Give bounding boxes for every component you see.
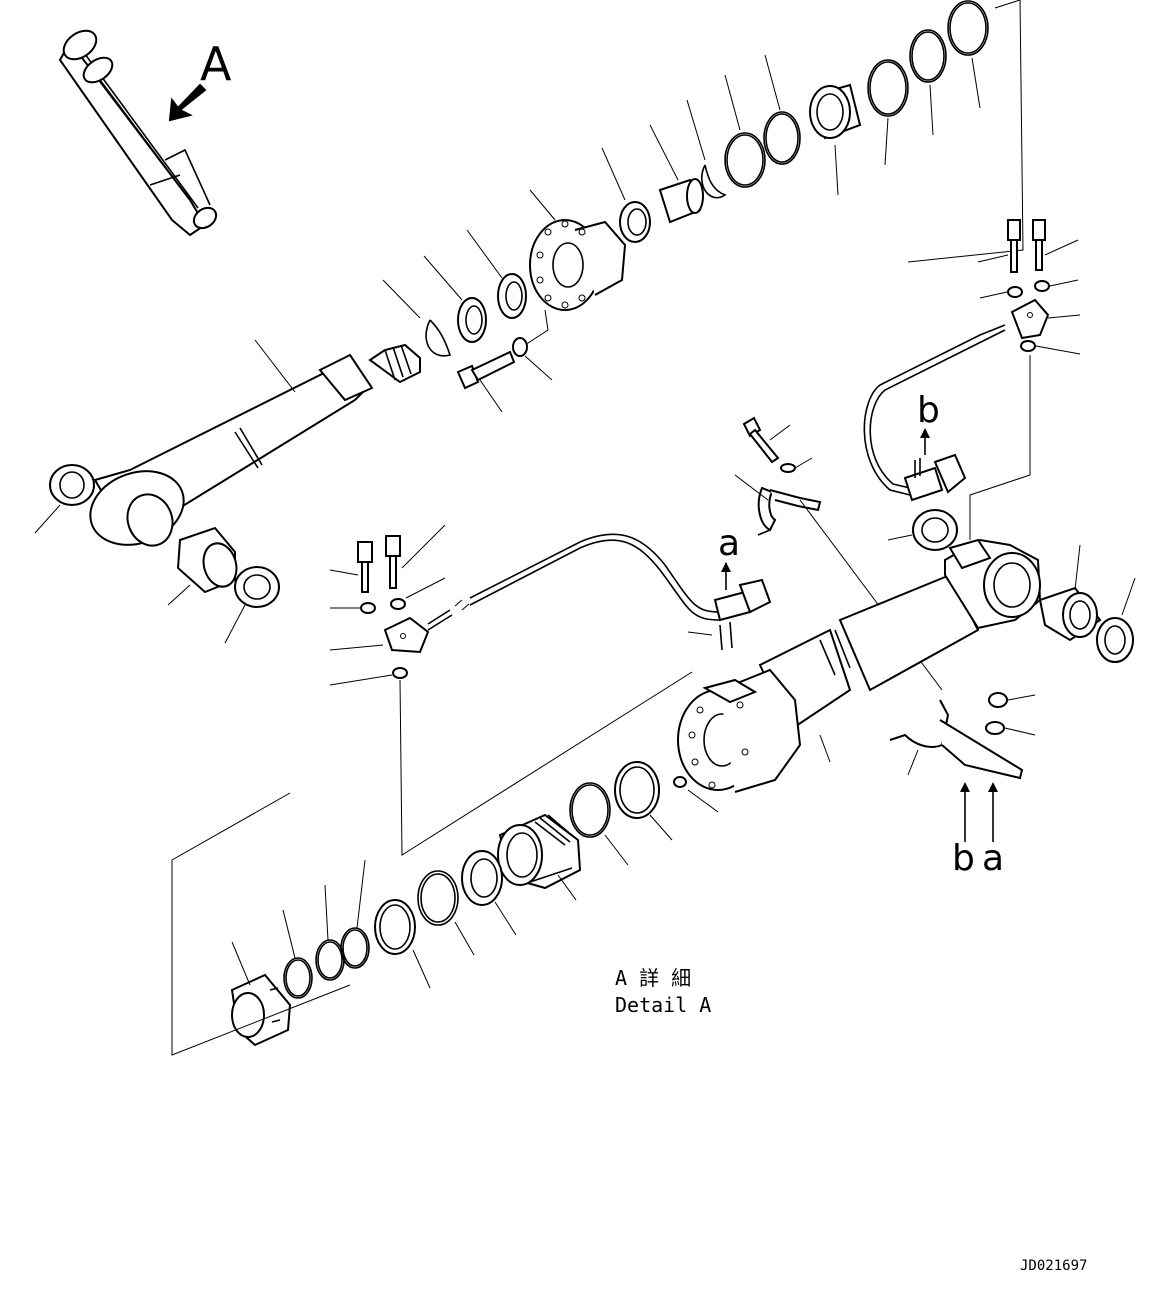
o-ring-left bbox=[392, 667, 408, 679]
split-flange-left bbox=[383, 616, 430, 654]
ref-label-b-lower: b bbox=[952, 838, 975, 879]
o-ring-lower-3 bbox=[283, 957, 313, 999]
hydraulic-pipe-right bbox=[863, 324, 1006, 496]
detail-title-jp: A 詳 細 bbox=[615, 966, 691, 990]
bracket-nut bbox=[988, 692, 1008, 708]
backup-ring-3 bbox=[947, 0, 989, 56]
dust-seal-left-2 bbox=[234, 566, 280, 608]
drawing-code: JD021697 bbox=[1020, 1258, 1087, 1274]
detail-title-en: Detail A bbox=[615, 993, 711, 1017]
head-bolt bbox=[456, 350, 516, 390]
o-ring-lower-1 bbox=[340, 927, 370, 969]
snap-ring bbox=[425, 319, 452, 357]
piston-nut bbox=[230, 973, 292, 1047]
o-ring-2 bbox=[763, 111, 801, 165]
backup-ring-1 bbox=[867, 59, 909, 117]
cylinder-overview-thumbnail bbox=[58, 29, 218, 237]
o-ring-1 bbox=[724, 132, 766, 188]
head-washer bbox=[512, 337, 528, 357]
ref-label-b-upper: b bbox=[917, 390, 940, 431]
pipe-flange-bolts-left bbox=[357, 535, 401, 593]
plug bbox=[673, 776, 687, 788]
bushing-seal bbox=[619, 201, 651, 243]
ring-seal-1 bbox=[457, 297, 487, 343]
washer-right-1 bbox=[1007, 286, 1023, 298]
pipe-elbow-a bbox=[713, 578, 772, 651]
piston-rod bbox=[89, 343, 421, 547]
washer-left-1 bbox=[360, 602, 376, 614]
rod-bushing bbox=[658, 178, 704, 224]
head-side-bushing bbox=[912, 509, 958, 551]
view-direction-arrow-icon bbox=[168, 83, 207, 122]
piston-seal-2 bbox=[374, 899, 416, 955]
ref-label-a-upper: a bbox=[718, 523, 740, 564]
cylinder-head-bushing bbox=[809, 83, 862, 140]
piston-ring-1 bbox=[614, 761, 660, 819]
dust-seal-left-1 bbox=[49, 464, 95, 506]
o-ring-lower-2 bbox=[315, 939, 345, 981]
clamp-bolt bbox=[742, 416, 780, 464]
ref-label-a-lower: a bbox=[982, 838, 1004, 879]
hydraulic-pipe-left bbox=[427, 539, 721, 631]
piston bbox=[497, 813, 582, 890]
cylinder-head bbox=[529, 219, 627, 311]
snap-ring-2 bbox=[700, 164, 727, 199]
piston-ring-2 bbox=[569, 782, 611, 838]
leader-piston-rod bbox=[254, 339, 296, 393]
rod-end-bushing bbox=[176, 526, 238, 594]
bracket-washer bbox=[985, 721, 1005, 735]
detail-boundary-bottom bbox=[171, 792, 351, 1056]
bottom-dust-seal bbox=[1096, 617, 1134, 663]
pipe-clamp bbox=[757, 486, 822, 536]
split-flange-right bbox=[1010, 298, 1050, 340]
washer-left-2 bbox=[390, 598, 406, 610]
pipe-flange-bolts-right bbox=[1007, 219, 1046, 273]
detail-boundary-top bbox=[907, 0, 1024, 263]
backup-ring-2 bbox=[909, 29, 947, 83]
washer-right-2 bbox=[1034, 280, 1050, 292]
view-label-a: A bbox=[200, 37, 232, 91]
wear-ring bbox=[461, 850, 503, 906]
cylinder-bottom-flange bbox=[677, 668, 802, 793]
ring-seal-2 bbox=[497, 273, 527, 319]
pipe-bracket bbox=[889, 699, 1024, 780]
pipe-elbow-b bbox=[903, 453, 967, 502]
clamp-washer bbox=[780, 463, 796, 473]
o-ring-right bbox=[1020, 340, 1036, 352]
bottom-pin-bushing bbox=[1038, 586, 1102, 642]
piston-seal-1 bbox=[417, 870, 459, 926]
